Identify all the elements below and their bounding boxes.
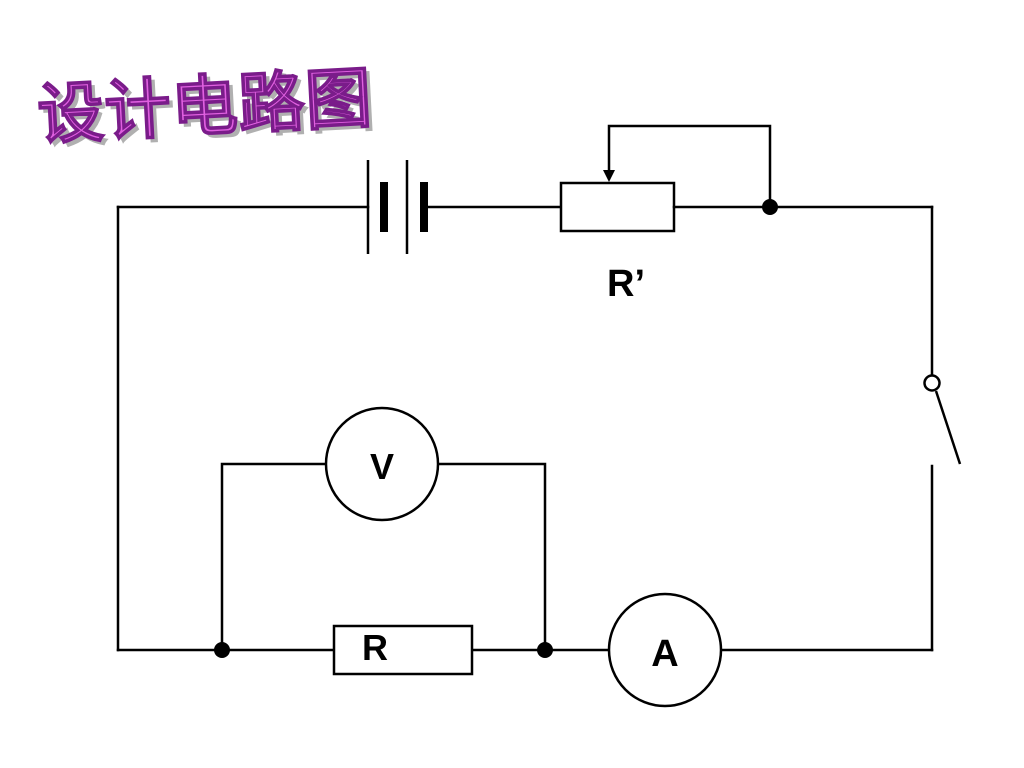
rheostat (559, 181, 676, 233)
voltmeter-icon (324, 406, 440, 522)
resistor (332, 624, 474, 676)
ammeter-icon (607, 592, 723, 708)
rheostat-slider-arrow-icon (603, 170, 615, 182)
battery-icon (366, 160, 428, 254)
wire-voltmeter-left (220, 462, 328, 652)
rheostat-label: R’ (607, 263, 645, 305)
wire-voltmeter-right (436, 462, 547, 652)
rheostat-slider-wire (607, 124, 772, 209)
resistor-label: R (362, 627, 388, 668)
junction-dot-right (537, 642, 553, 658)
ammeter-label: A (651, 633, 678, 675)
switch-icon (923, 374, 962, 465)
voltmeter-label: V (370, 446, 394, 487)
junction-dot-left (214, 642, 230, 658)
junction-dot-top (762, 199, 778, 215)
